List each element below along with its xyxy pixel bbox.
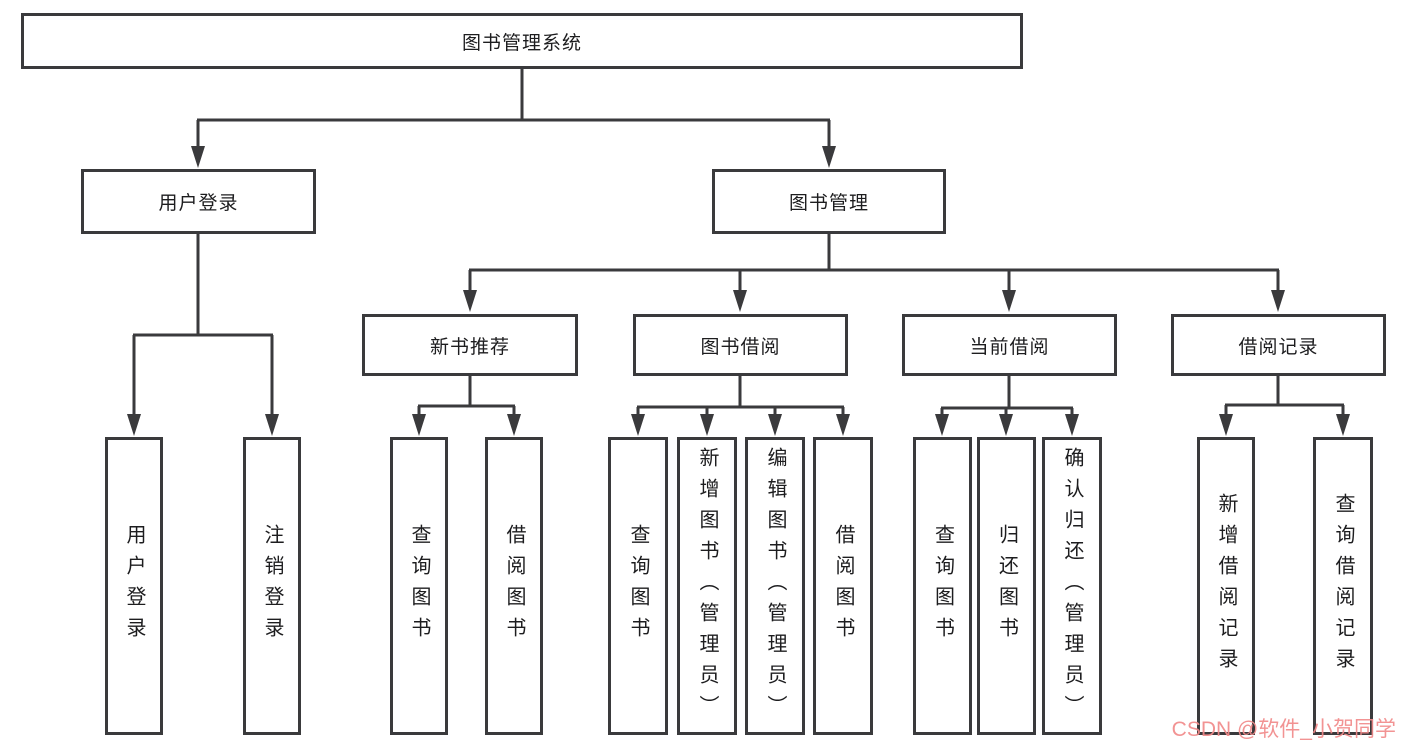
leaf-logout-label: 注销登录	[261, 524, 283, 648]
leaf-add-borrow-record: 新增借阅记录	[1197, 437, 1255, 735]
node-root-label: 图书管理系统	[461, 32, 582, 54]
leaf-query-books-current-label: 查询图书	[931, 524, 954, 648]
node-root: 图书管理系统	[21, 13, 1023, 69]
leaf-edit-book-admin-label: 编辑图书（管理员）	[764, 446, 786, 726]
leaf-add-borrow-record-label: 新增借阅记录	[1215, 493, 1237, 679]
node-current-borrow: 当前借阅	[902, 314, 1117, 376]
node-borrow-records-label: 借阅记录	[1238, 336, 1319, 358]
arrowheads	[127, 146, 1350, 436]
leaf-logout: 注销登录	[243, 437, 301, 735]
node-book-management: 图书管理	[712, 169, 946, 234]
node-current-borrow-label: 当前借阅	[969, 336, 1050, 358]
leaf-return-book-label: 归还图书	[995, 524, 1018, 648]
leaf-query-books-borrow: 查询图书	[608, 437, 668, 735]
leaf-query-borrow-record: 查询借阅记录	[1313, 437, 1373, 735]
leaf-query-books-newbooks: 查询图书	[390, 437, 448, 735]
leaf-return-book: 归还图书	[977, 437, 1036, 735]
leaf-query-books-current: 查询图书	[913, 437, 972, 735]
csdn-watermark: CSDN @软件_小贺同学	[1171, 718, 1396, 741]
node-book-borrow: 图书借阅	[633, 314, 848, 376]
leaf-borrow-books-newbooks-label: 借阅图书	[503, 524, 525, 648]
leaf-query-borrow-record-label: 查询借阅记录	[1332, 493, 1354, 679]
leaf-add-book-admin-label: 新增图书（管理员）	[696, 446, 718, 726]
leaf-query-books-borrow-label: 查询图书	[627, 524, 649, 648]
leaf-confirm-return-admin-label: 确认归还（管理员）	[1061, 446, 1083, 726]
node-borrow-records: 借阅记录	[1171, 314, 1386, 376]
node-user-login: 用户登录	[81, 169, 316, 234]
leaf-query-books-newbooks-label: 查询图书	[408, 524, 430, 648]
leaf-borrow-books-borrow-label: 借阅图书	[832, 524, 854, 648]
node-book-borrow-label: 图书借阅	[700, 336, 781, 358]
node-new-book-recommend-label: 新书推荐	[429, 336, 510, 358]
leaf-borrow-books-newbooks: 借阅图书	[485, 437, 543, 735]
leaf-edit-book-admin: 编辑图书（管理员）	[745, 437, 805, 735]
leaf-borrow-books-borrow: 借阅图书	[813, 437, 873, 735]
connector-path	[132, 69, 1345, 418]
leaf-confirm-return-admin: 确认归还（管理员）	[1042, 437, 1102, 735]
leaf-add-book-admin: 新增图书（管理员）	[677, 437, 737, 735]
leaf-user-login-label: 用户登录	[123, 524, 145, 648]
node-user-login-label: 用户登录	[158, 193, 239, 214]
node-new-book-recommend: 新书推荐	[362, 314, 578, 376]
node-book-management-label: 图书管理	[788, 193, 869, 214]
leaf-user-login: 用户登录	[105, 437, 163, 735]
